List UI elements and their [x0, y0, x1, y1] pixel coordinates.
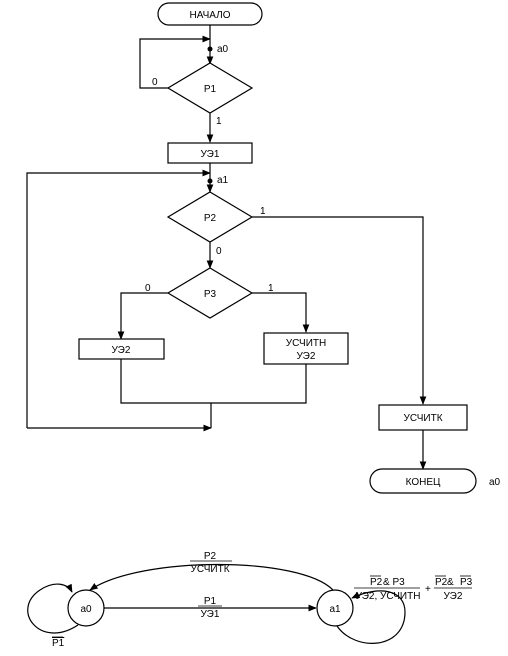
- process-uschitn-line1: УСЧИТН: [286, 338, 326, 349]
- mark-a1-label: a1: [217, 175, 229, 186]
- edge-a1-a0: [89, 563, 334, 591]
- decision-p3: [166, 267, 254, 319]
- end-terminator: [369, 468, 477, 494]
- loop-a1-out2: УЭ2: [444, 591, 463, 602]
- p2-yes-label: 1: [260, 206, 266, 217]
- p1-no-label: 0: [152, 77, 158, 88]
- merge-line: [120, 359, 307, 404]
- connector-p2-yes: [252, 216, 427, 405]
- process-ue1-label: УЭ1: [201, 149, 220, 160]
- loop-a1-cond2-p2: P2: [435, 577, 448, 588]
- loop-return-a1: [26, 169, 211, 428]
- decision-p1-label: P1: [204, 84, 217, 95]
- state-a1-label: a1: [329, 604, 341, 615]
- p2-no-label: 0: [216, 246, 222, 257]
- loop-a0: [27, 583, 79, 634]
- state-a0-label: a0: [80, 604, 92, 615]
- decision-p2-label: P2: [204, 213, 217, 224]
- process-uschitk-label: УСЧИТК: [403, 413, 442, 424]
- process-ue2-label: УЭ2: [112, 345, 131, 356]
- loop-a1-cond1-amp: & P3: [383, 577, 405, 588]
- loop-a0-cond: P1: [52, 638, 65, 649]
- edge-a0-a1-cond: P1: [204, 596, 217, 607]
- end-mark-label: a0: [489, 477, 501, 488]
- loop-a1: [336, 590, 406, 644]
- mark-a0-dot: [207, 46, 213, 52]
- start-label: НАЧАЛО: [189, 10, 230, 21]
- edge-a1-a0-out: УСЧИТК: [190, 564, 229, 575]
- p1-yes-label: 1: [216, 116, 222, 127]
- state-a1: [316, 589, 354, 627]
- mark-a1-dot: [207, 178, 213, 184]
- loop-a1-cond2-amp: &: [447, 577, 454, 588]
- mark-a0-label: a0: [217, 44, 229, 55]
- loop-a1-out1: УЭ2, УСЧИТН: [356, 591, 421, 602]
- connector-p3-yes: [252, 292, 310, 333]
- connector-p3-no: [117, 292, 168, 340]
- p3-yes-label: 1: [268, 283, 274, 294]
- loop-a1-plus: +: [425, 584, 431, 595]
- loop-p1-no: [139, 35, 211, 89]
- edge-a1-a0-cond: P2: [204, 551, 217, 562]
- process-uschitn-line2: УЭ2: [297, 351, 316, 362]
- p3-no-label: 0: [145, 283, 151, 294]
- loop-a1-cond1-p2: P2: [370, 577, 383, 588]
- edge-a0-a1-out: УЭ1: [201, 609, 220, 620]
- end-label: КОНЕЦ: [406, 477, 441, 488]
- loop-a1-cond2-p3: P3: [460, 577, 473, 588]
- decision-p3-label: P3: [204, 289, 217, 300]
